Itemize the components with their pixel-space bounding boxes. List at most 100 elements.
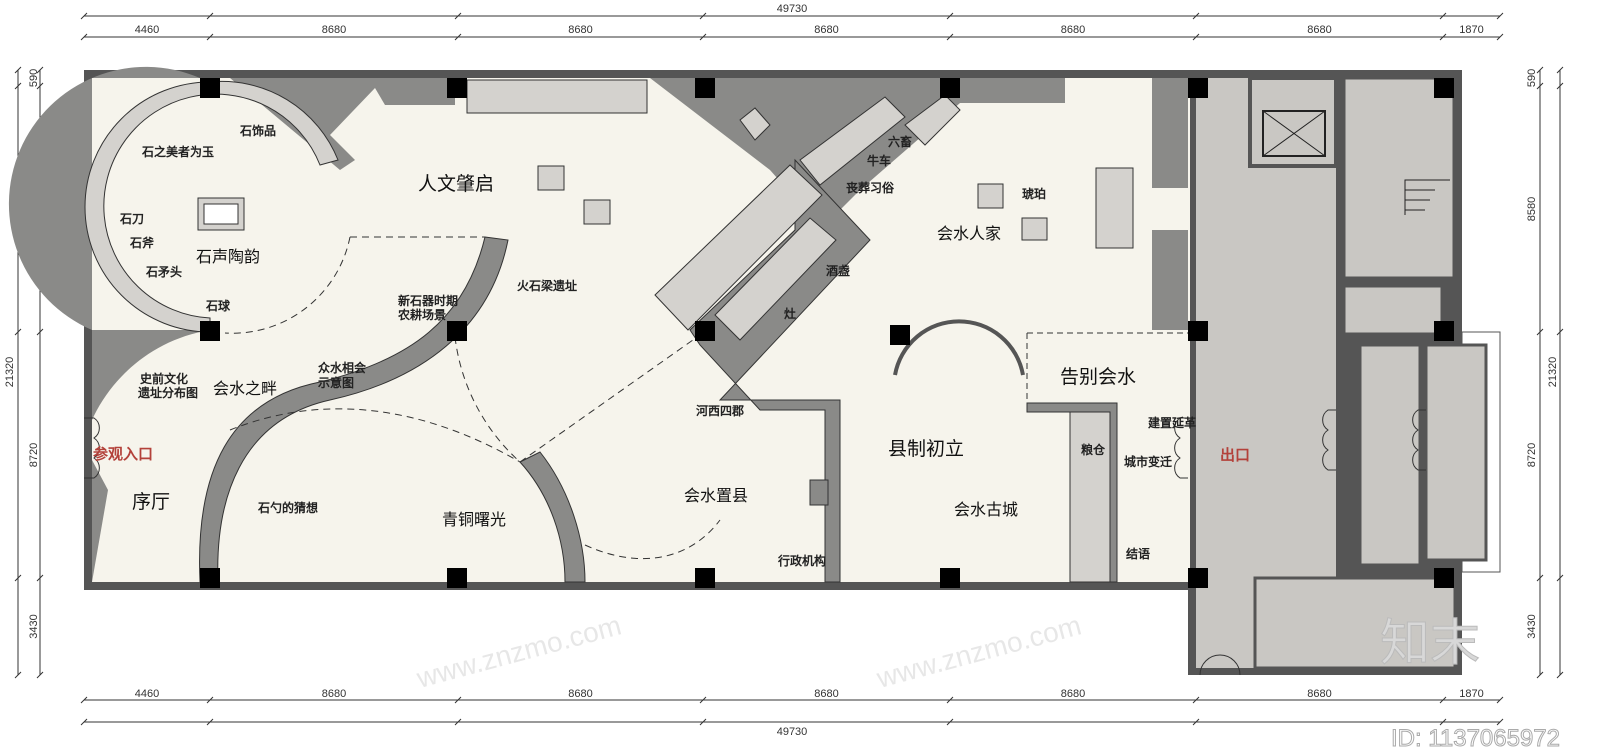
dim-tick <box>1496 696 1504 704</box>
dim-bottom-segment: 8680 <box>1307 688 1331 700</box>
dim-bottom-segment: 4460 <box>135 688 159 700</box>
dim-tick <box>80 12 88 20</box>
dim-tick <box>1536 671 1544 679</box>
dim-tick <box>1496 33 1504 41</box>
label-epilogue: 结语 <box>1126 546 1150 561</box>
label-prehistoric: 史前文化 <box>140 371 188 386</box>
dim-tick <box>36 574 44 582</box>
label-stone-knife: 石刀 <box>119 212 144 226</box>
elevator-icon <box>1262 110 1326 157</box>
dim-tick <box>1439 12 1447 20</box>
small-case <box>739 107 771 141</box>
structural-column <box>447 78 467 98</box>
dim-tick <box>1192 12 1200 20</box>
label-prehistoric: 遗址分布图 <box>137 385 198 400</box>
watermark-id: ID: 1137065972 <box>1391 725 1560 749</box>
dim-tick <box>1192 718 1200 726</box>
dim-left-segment: 590 <box>28 69 40 87</box>
entrance-label: 参观入口 <box>93 445 153 463</box>
structural-column <box>695 78 715 98</box>
stair-room <box>1342 76 1456 280</box>
stairs-icon <box>1404 179 1450 215</box>
dim-tick <box>946 33 954 41</box>
wall-block <box>92 330 210 420</box>
dim-tick <box>36 671 44 679</box>
structural-column <box>695 568 715 588</box>
dim-bottom-segment: 8680 <box>568 688 592 700</box>
zone-stone: 石声陶韵 <box>196 247 260 266</box>
label-city-change: 城市变迁 <box>1124 454 1172 469</box>
dim-tick <box>14 82 22 90</box>
dim-tick <box>699 12 707 20</box>
zone-confluence: 会水之畔 <box>213 379 277 398</box>
display-case <box>1021 217 1048 241</box>
dim-tick <box>206 696 214 704</box>
structural-column <box>1188 78 1208 98</box>
label-stone-spoon: 石勺的猜想 <box>257 500 318 515</box>
dim-tick <box>699 718 707 726</box>
zone-farewell: 告别会水 <box>1060 366 1136 388</box>
zone-bronze: 青铜曙光 <box>442 510 506 529</box>
dim-right-segment: 590 <box>1526 69 1538 87</box>
dim-tick <box>1536 66 1544 74</box>
structural-column <box>940 78 960 98</box>
dim-bottom-segment: 8680 <box>814 688 838 700</box>
dim-tick <box>1192 696 1200 704</box>
dim-tick <box>1536 328 1544 336</box>
stone-showcase-inner <box>203 203 239 225</box>
structural-column <box>940 568 960 588</box>
curved-wall <box>519 451 586 583</box>
dim-tick <box>946 718 954 726</box>
structural-column <box>1188 321 1208 341</box>
dim-tick <box>1556 574 1564 582</box>
structural-column <box>1434 321 1454 341</box>
label-ox-cart: 牛车 <box>867 153 891 168</box>
dim-tick <box>1496 12 1504 20</box>
wall-showcase <box>466 79 648 114</box>
wall-block <box>8 66 201 331</box>
dim-right-total: 21320 <box>1547 357 1559 388</box>
dim-tick <box>14 574 22 582</box>
label-granary: 粮仓 <box>1081 442 1106 457</box>
dim-top-segment: 1870 <box>1459 24 1483 36</box>
structural-column <box>447 321 467 341</box>
structural-column <box>200 78 220 98</box>
label-jade: 石之美者为玉 <box>141 144 214 159</box>
dim-left-segment: 8720 <box>28 443 40 467</box>
watermark-site: www.znzmo.com <box>413 609 625 694</box>
dim-tick <box>1556 82 1564 90</box>
floor <box>92 78 1190 582</box>
zone-old-city: 会水古城 <box>954 500 1018 519</box>
diagonal-showcase <box>904 94 961 146</box>
dim-left-segment: 3430 <box>28 614 40 638</box>
structural-column <box>1188 568 1208 588</box>
lower-room <box>1253 576 1457 670</box>
dim-tick <box>1536 82 1544 90</box>
door-icons <box>84 409 1426 676</box>
dim-left-total: 21320 <box>4 357 16 388</box>
dim-bottom-segment: 8680 <box>1061 688 1085 700</box>
dim-tick <box>1556 671 1564 679</box>
dim-tick <box>80 33 88 41</box>
display-case <box>1095 167 1134 249</box>
label-wine-cup: 酒盏 <box>826 263 850 278</box>
dim-tick <box>1439 696 1447 704</box>
dim-tick <box>206 12 214 20</box>
dim-tick <box>946 696 954 704</box>
label-stone-ball: 石球 <box>205 298 231 313</box>
label-waters: 示意图 <box>317 375 354 390</box>
structural-column <box>695 321 715 341</box>
arc-wall <box>893 319 1025 376</box>
watermark-logo: 知末 <box>1380 615 1480 671</box>
dim-tick <box>14 328 22 336</box>
dim-tick <box>1556 328 1564 336</box>
structural-column <box>200 321 220 341</box>
zone-households: 会水人家 <box>937 224 1001 243</box>
label-amber: 琥珀 <box>1022 186 1046 201</box>
label-stone-ornament: 石饰品 <box>239 123 276 138</box>
dim-tick <box>206 718 214 726</box>
dim-tick <box>946 12 954 20</box>
dim-top-segment: 8680 <box>322 24 346 36</box>
label-huoshiliang: 火石梁遗址 <box>517 278 577 293</box>
